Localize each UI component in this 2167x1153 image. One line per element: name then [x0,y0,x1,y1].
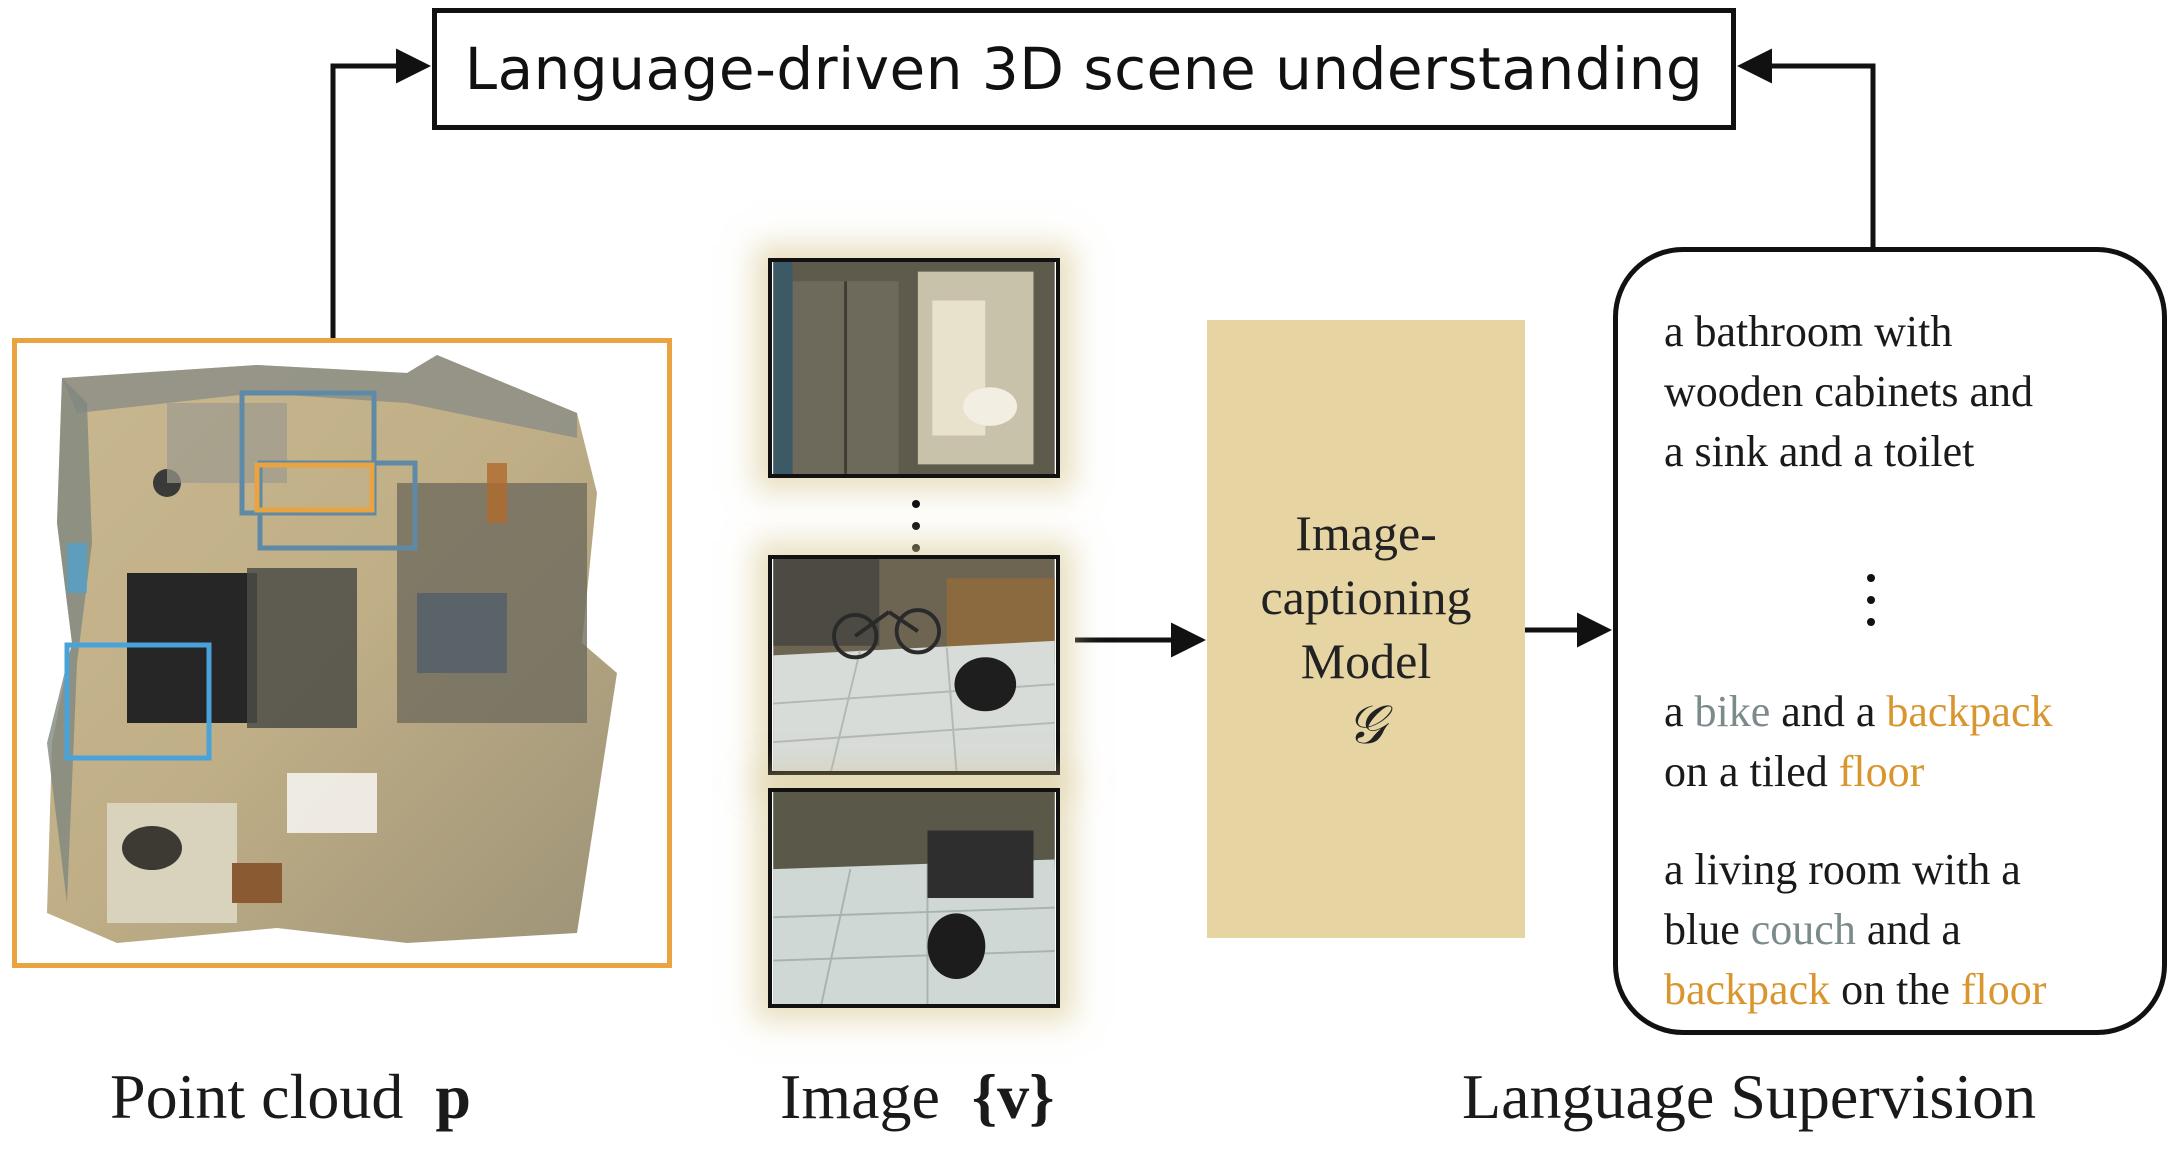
caption-bike-backpack: a bike and a backpack on a tiled floor [1664,687,2053,796]
bbox-orange [254,462,375,513]
word-bike: bike [1694,687,1771,736]
image-kitchen-backpack [768,788,1060,1008]
caption-bathroom: a bathroom with wooden cabinets and a si… [1664,307,2033,476]
title-box: Language-driven 3D scene understanding [432,8,1736,130]
word-floor: floor [1838,747,1925,796]
point-cloud-frame [12,338,672,968]
caption-ellipsis [1867,574,1875,626]
arrow-language-to-title [1737,48,1876,247]
model-symbol: 𝒢 [1346,695,1386,755]
bbox-blue [64,642,212,761]
label-image: Image {v} [780,1061,1055,1132]
point-cloud-image [47,355,617,943]
captioning-model-box: Image- captioning Model 𝒢 [1207,320,1525,938]
bbox-steel-top [239,390,377,516]
model-label-line3: Model [1300,633,1432,689]
word-backpack: backpack [1886,687,2053,736]
image-ellipsis [912,500,920,552]
arrow-pointcloud-to-title [330,48,431,338]
title-text: Language-driven 3D scene understanding [464,35,1704,103]
word-couch: couch [1750,905,1856,954]
caption-living-room: a living room with a blue couch and a ba… [1664,845,2047,1014]
model-label-line1: Image- [1295,505,1437,561]
label-language-supervision: Language Supervision [1462,1061,2037,1132]
word-backpack-2: backpack [1664,965,1831,1014]
word-floor-2: floor [1960,965,2047,1014]
model-label-line2: captioning [1260,569,1472,625]
language-supervision-box: a bathroom with wooden cabinets and a si… [1613,247,2167,1035]
label-point-cloud: Point cloud p [110,1061,471,1132]
image-bike-backpack [768,555,1060,775]
image-bathroom [768,258,1060,478]
